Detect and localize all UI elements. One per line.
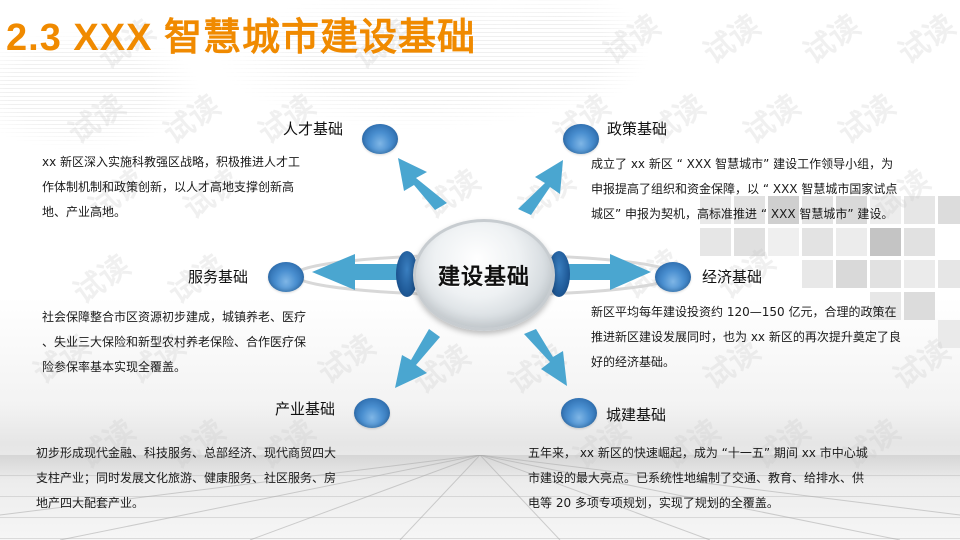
floor-perspective-background bbox=[0, 455, 960, 540]
arrow-down-left-icon bbox=[395, 329, 440, 388]
node-label-industry: 产业基础 bbox=[275, 400, 336, 418]
desc-line: 社会保障整合市区资源初步建成，城镇养老、医疗 bbox=[42, 310, 307, 324]
orb-icon bbox=[362, 124, 398, 154]
orb-icon bbox=[561, 398, 597, 428]
arrow-up-right-icon bbox=[518, 160, 563, 215]
node-label-economy: 经济基础 bbox=[702, 268, 763, 286]
desc-line: 成立了 xx 新区 “ XXX 智慧城市” 建设工作领导小组，为 bbox=[591, 157, 894, 171]
hub-node[interactable]: 建设基础 bbox=[413, 219, 555, 331]
desc-line: 市建设的最大亮点。已系统性地编制了交通、教育、给排水、供 bbox=[528, 471, 865, 485]
desc-line: 险参保率基本实现全覆盖。 bbox=[42, 360, 187, 374]
arrow-right-icon bbox=[560, 254, 651, 290]
desc-line: 电等 20 多项专项规划，实现了规划的全覆盖。 bbox=[528, 496, 779, 510]
page-title: 2.3 XXX 智慧城市建设基础 bbox=[6, 17, 476, 59]
world-map-background bbox=[0, 0, 960, 170]
node-desc-industry: 初步形成现代金融、科技服务、总部经济、现代商贸四大 支柱产业；同时发展文化旅游、… bbox=[36, 441, 336, 516]
desc-line: 、失业三大保险和新型农村养老保险、合作医疗保 bbox=[42, 335, 307, 349]
node-desc-service: 社会保障整合市区资源初步建成，城镇养老、医疗 、失业三大保险和新型农村养老保险、… bbox=[42, 305, 306, 380]
desc-line: 城区” 申报为契机，高标准推进 “ XXX 智慧城市” 建设。 bbox=[591, 207, 894, 221]
node-desc-policy: 成立了 xx 新区 “ XXX 智慧城市” 建设工作领导小组，为 申报提高了组织… bbox=[591, 152, 897, 227]
desc-line: 申报提高了组织和资金保障，以 “ XXX 智慧城市国家试点 bbox=[591, 182, 898, 196]
hub-label: 建设基础 bbox=[437, 265, 530, 290]
hub-left-ear bbox=[396, 251, 418, 297]
desc-line: 新区平均每年建设投资约 120—150 亿元，合理的政策在 bbox=[591, 305, 897, 319]
desc-line: 五年来， xx 新区的快速崛起，成为 “十一五” 期间 xx 市中心城 bbox=[528, 446, 868, 460]
node-desc-economy: 新区平均每年建设投资约 120—150 亿元，合理的政策在 推进新区建设发展同时… bbox=[591, 300, 901, 375]
desc-line: 作体制机制和政策创新，以人才高地支撑创新高 bbox=[42, 180, 295, 194]
desc-line: 初步形成现代金融、科技服务、总部经济、现代商贸四大 bbox=[36, 446, 337, 460]
orb-icon bbox=[354, 398, 390, 428]
node-desc-construction: 五年来， xx 新区的快速崛起，成为 “十一五” 期间 xx 市中心城 市建设的… bbox=[528, 441, 868, 516]
desc-line: 推进新区建设发展同时，也为 xx 新区的再次提升奠定了良 bbox=[591, 330, 901, 344]
desc-line: xx 新区深入实施科教强区战略，积极推进人才工 bbox=[42, 155, 301, 169]
desc-line: 地、产业高地。 bbox=[42, 205, 127, 219]
arrow-left-icon bbox=[312, 254, 405, 290]
orb-icon bbox=[655, 262, 691, 292]
arrows bbox=[312, 158, 651, 388]
orb-icon bbox=[563, 124, 599, 154]
desc-line: 支柱产业；同时发展文化旅游、健康服务、社区服务、房 bbox=[36, 471, 337, 485]
node-label-policy: 政策基础 bbox=[607, 120, 668, 138]
desc-line: 好的经济基础。 bbox=[591, 355, 676, 369]
arrow-down-right-icon bbox=[524, 329, 567, 386]
node-desc-talent: xx 新区深入实施科教强区战略，积极推进人才工 作体制机制和政策创新，以人才高地… bbox=[42, 150, 300, 225]
desc-line: 地产四大配套产业。 bbox=[36, 496, 145, 510]
arrow-up-left-icon bbox=[398, 158, 447, 210]
orb-icon bbox=[268, 262, 304, 292]
node-label-service: 服务基础 bbox=[188, 268, 249, 286]
node-label-construction: 城建基础 bbox=[606, 406, 667, 424]
node-label-talent: 人才基础 bbox=[283, 120, 344, 138]
